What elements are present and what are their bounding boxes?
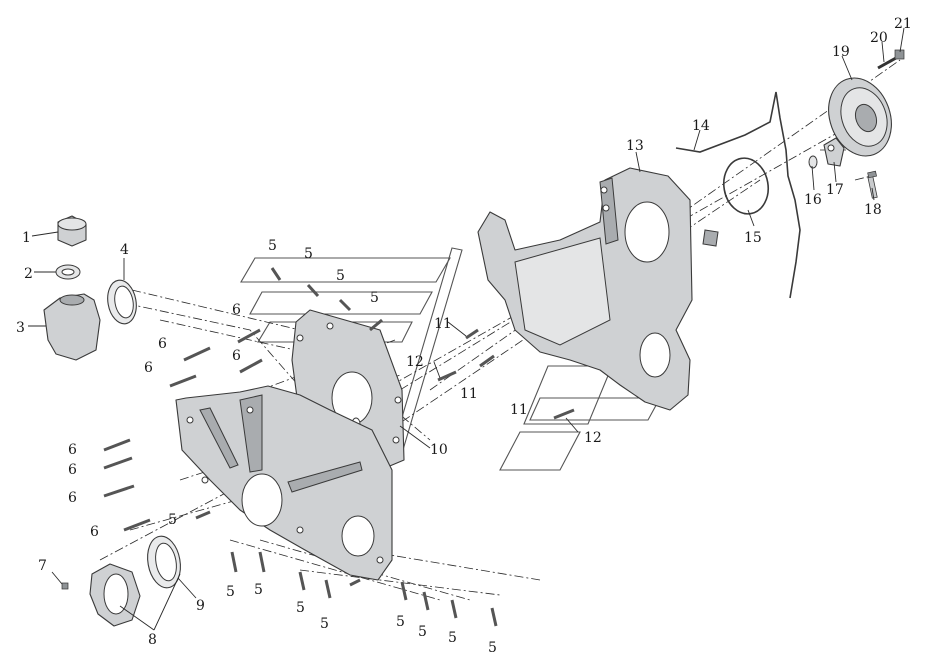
oil-seal-9 <box>147 535 181 589</box>
callout-5: 5 <box>448 630 457 646</box>
callout-5: 5 <box>226 584 235 600</box>
callout-6: 6 <box>144 360 153 376</box>
callout-6: 6 <box>232 348 241 364</box>
bolt-7 <box>61 582 69 590</box>
callout-1: 1 <box>22 230 31 246</box>
assembly-axes <box>99 59 901 601</box>
callout-19: 19 <box>832 44 850 60</box>
callout-8: 8 <box>148 632 157 648</box>
nut-21 <box>894 49 905 60</box>
callout-5: 5 <box>488 640 497 656</box>
callout-5: 5 <box>418 624 427 640</box>
callout-10: 10 <box>430 442 448 458</box>
callout-4: 4 <box>120 242 129 258</box>
callout-6: 6 <box>68 442 77 458</box>
washer-2 <box>55 264 81 280</box>
callout-16: 16 <box>804 192 822 208</box>
callouts: 1 2 3 4 5 5 5 5 5 5 5 5 5 5 5 5 5 6 6 6 … <box>16 16 912 656</box>
callout-5: 5 <box>396 614 405 630</box>
callout-9: 9 <box>196 598 205 614</box>
callout-17: 17 <box>826 182 844 198</box>
seal-ring-4 <box>107 279 137 325</box>
rear-plate <box>175 385 393 581</box>
callout-14: 14 <box>692 118 710 134</box>
callout-11: 11 <box>510 402 528 418</box>
callout-5: 5 <box>336 268 345 284</box>
o-ring-15 <box>722 157 770 215</box>
callout-18: 18 <box>864 202 882 218</box>
callout-13: 13 <box>626 138 644 154</box>
oil-filler-3 <box>43 293 101 361</box>
callout-5: 5 <box>304 246 313 262</box>
seal-retainer-8 <box>89 563 141 627</box>
callout-5: 5 <box>296 600 305 616</box>
callout-7: 7 <box>38 558 47 574</box>
callout-21: 21 <box>894 16 912 32</box>
callout-6: 6 <box>68 462 77 478</box>
callout-5: 5 <box>268 238 277 254</box>
bolt-set <box>103 267 575 627</box>
callout-6: 6 <box>68 490 77 506</box>
bracket-17 <box>808 137 845 169</box>
housing-gasket <box>675 91 801 299</box>
callout-11: 11 <box>460 386 478 402</box>
callout-5: 5 <box>168 512 177 528</box>
callout-6: 6 <box>158 336 167 352</box>
callout-12: 12 <box>406 354 424 370</box>
leader-lines <box>28 27 905 631</box>
callout-5: 5 <box>370 290 379 306</box>
callout-3: 3 <box>16 320 25 336</box>
bolt-18 <box>867 170 878 199</box>
watermark-logo <box>240 247 661 471</box>
gear-housing <box>477 167 719 411</box>
callout-5: 5 <box>320 616 329 632</box>
cap-1 <box>57 215 87 247</box>
callout-15: 15 <box>744 230 762 246</box>
callout-20: 20 <box>870 30 888 46</box>
callout-2: 2 <box>24 266 33 282</box>
callout-11: 11 <box>434 316 452 332</box>
cover-plate-19 <box>828 77 892 157</box>
callout-12: 12 <box>584 430 602 446</box>
callout-6: 6 <box>90 524 99 540</box>
bolt-20 <box>877 56 897 70</box>
callout-6: 6 <box>232 302 241 318</box>
callout-5: 5 <box>254 582 263 598</box>
